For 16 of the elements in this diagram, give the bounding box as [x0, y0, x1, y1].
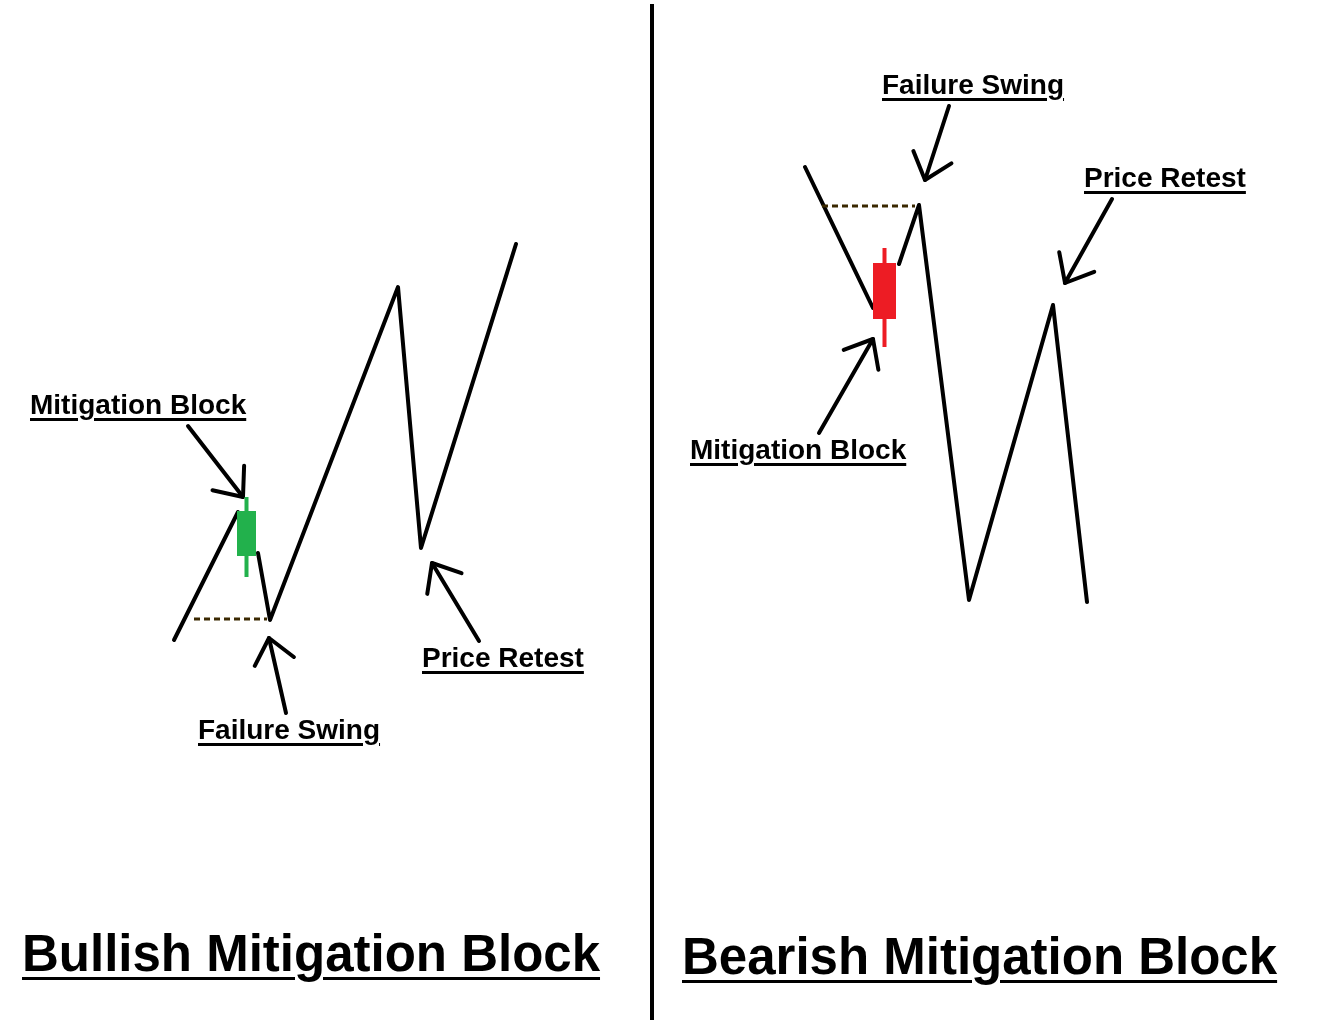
annotation-label: Mitigation Block: [30, 388, 247, 426]
leader-arrow: [817, 337, 881, 435]
panel-title: Bullish Mitigation Block: [22, 924, 600, 984]
panel-title: Bearish Mitigation Block: [682, 927, 1278, 987]
candlestick-icon: [873, 248, 896, 347]
annotation-label: Price Retest: [1084, 161, 1246, 199]
leader-arrow: [1057, 197, 1114, 285]
annotation-label: Failure Swing: [882, 68, 1065, 106]
leader-arrow: [911, 104, 954, 182]
leader-arrow: [425, 561, 481, 643]
candlestick-icon: [237, 497, 256, 577]
annotation-label: Price Retest: [422, 641, 584, 679]
leader-arrow: [186, 424, 247, 499]
annotation-label: Failure Swing: [198, 713, 381, 751]
leader-arrow: [252, 636, 296, 715]
annotation-label: Mitigation Block: [690, 433, 907, 471]
